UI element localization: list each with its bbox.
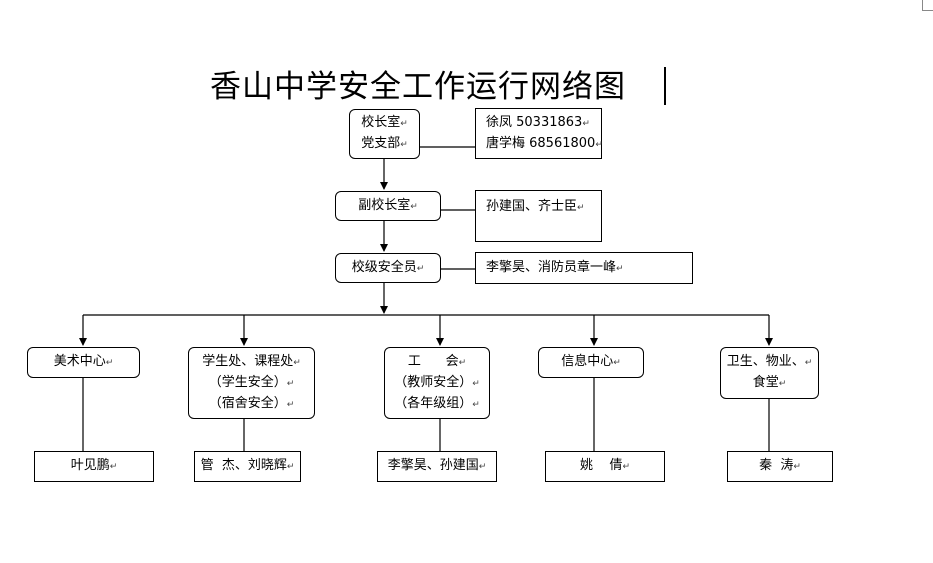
text-cursor <box>664 67 666 105</box>
node-dept-student-affairs: 学生处、课程处↵ （学生安全）↵ （宿舍安全）↵ <box>188 347 315 419</box>
node-person-health: 秦 涛↵ <box>727 451 833 482</box>
node-person-student-affairs: 管 杰、刘晓辉↵ <box>194 451 301 482</box>
page-title: 香山中学安全工作运行网络图 <box>210 69 626 105</box>
node-person-info: 姚 倩↵ <box>545 451 665 482</box>
node-dept-info-center: 信息中心↵ <box>538 347 644 378</box>
node-safety-officer: 校级安全员↵ <box>335 253 441 283</box>
node-safety-contacts: 李擎昊、消防员章一峰↵ <box>475 252 693 284</box>
node-principal-contacts: 徐凤 50331863↵ 唐学梅 68561800↵ <box>475 108 603 159</box>
node-dept-health-property: 卫生、物业、↵ 食堂↵ <box>720 347 819 399</box>
node-dept-union: 工 会↵ （教师安全）↵ （各年级组）↵ <box>384 347 490 419</box>
node-person-art: 叶见鹏↵ <box>34 451 154 482</box>
node-person-union: 李擎昊、孙建国↵ <box>377 451 497 482</box>
node-dept-art-center: 美术中心↵ <box>27 347 140 378</box>
node-principal: 校长室↵ 党支部↵ <box>349 109 420 159</box>
page-corner-mark <box>922 0 933 11</box>
node-vice-contacts: 孙建国、齐士臣↵ <box>475 190 602 242</box>
node-vice-principal: 副校长室↵ <box>335 191 441 221</box>
